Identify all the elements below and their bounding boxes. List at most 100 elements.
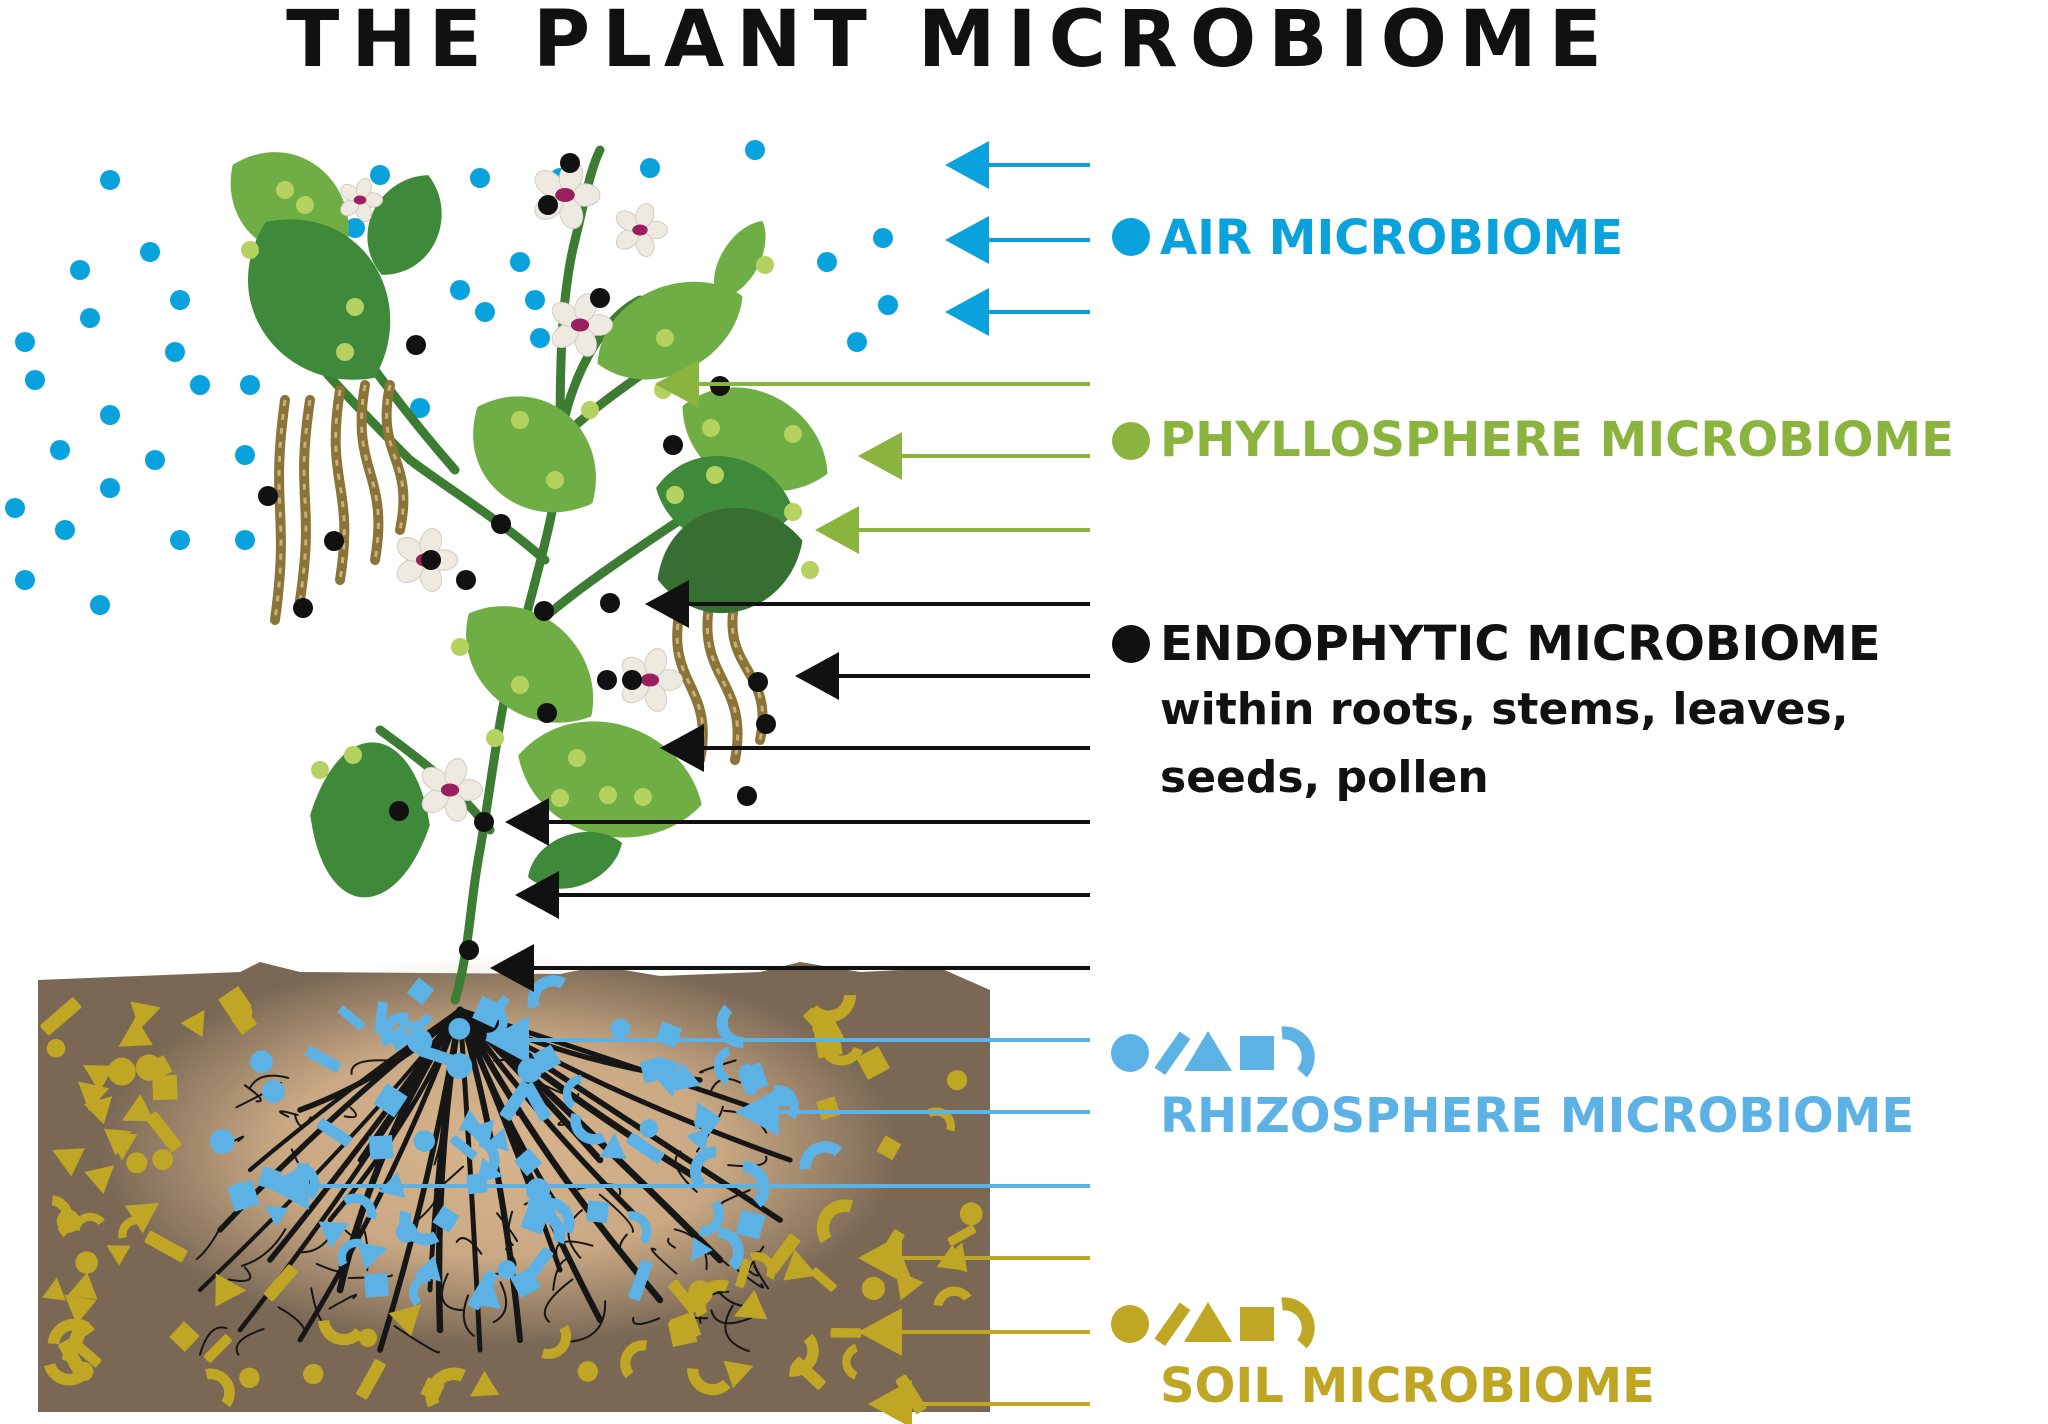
- legend-square-icon: [1240, 1307, 1274, 1341]
- root: [433, 1122, 445, 1166]
- root: [507, 1210, 514, 1247]
- microbe-arc: [842, 1343, 859, 1380]
- microbe-square: [420, 1376, 445, 1402]
- microbe-rod: [628, 1259, 653, 1301]
- arrow-head: [945, 288, 989, 336]
- phyllosphere-legend-dot-icon: [1112, 422, 1150, 460]
- microbe-arc: [799, 1141, 843, 1170]
- leaf: [518, 721, 702, 838]
- microbe-rod: [803, 1007, 841, 1047]
- microbe-square: [816, 1096, 841, 1121]
- microbe-triangle: [124, 1202, 160, 1234]
- microbe-square: [169, 1321, 200, 1352]
- microbe-triangle: [67, 1272, 98, 1300]
- microbe-rod: [263, 1264, 298, 1302]
- endophytic-microbe-dot: [560, 153, 580, 173]
- soil-microbiome-label: SOIL MICROBIOME: [1160, 1358, 1655, 1414]
- endophytic-microbe-dot: [537, 703, 557, 723]
- seed-pod-seeds: [334, 389, 346, 581]
- endophytic-microbe-dot: [491, 514, 511, 534]
- root: [699, 1059, 737, 1074]
- microbe-triangle: [42, 1277, 66, 1301]
- microbe-rod: [626, 1132, 665, 1164]
- air-microbe-dot: [145, 450, 165, 470]
- microbe-rod: [521, 1247, 554, 1284]
- microbe-rod: [316, 1118, 352, 1147]
- endophytic-microbe-dot: [756, 714, 776, 734]
- phyllosphere-microbe-dot: [599, 786, 617, 804]
- microbe-square: [406, 977, 435, 1006]
- phyllosphere-microbiome-label: PHYLLOSPHERE MICROBIOME: [1160, 412, 1954, 468]
- air-microbe-dot: [745, 140, 765, 160]
- microbe-arc: [527, 975, 567, 1010]
- microbe-arc: [713, 1046, 732, 1085]
- microbe-triangle: [733, 1289, 768, 1320]
- legend-square-icon: [1240, 1036, 1274, 1070]
- microbe-coccus: [610, 1018, 631, 1039]
- seed-pod-seeds: [273, 399, 287, 621]
- soil-microbes: [40, 985, 983, 1414]
- legend-coccus-icon: [1111, 1034, 1149, 1072]
- air-microbe-dot: [5, 498, 25, 518]
- root: [727, 1155, 768, 1168]
- flower-center: [632, 224, 648, 236]
- microbe-arc: [788, 1333, 819, 1377]
- microbe-triangle: [318, 1221, 350, 1249]
- arrows: [265, 141, 1090, 1424]
- endophytic-microbe-dot: [597, 670, 617, 690]
- microbe-square: [231, 1008, 258, 1035]
- microbe-square: [520, 1205, 550, 1235]
- endophytic-microbes: [258, 153, 776, 960]
- root: [492, 1281, 508, 1324]
- microbe-triangle: [691, 1237, 713, 1262]
- air-microbe-dot: [817, 252, 837, 272]
- microbe-coccus: [577, 1361, 598, 1382]
- microbe-square: [513, 1148, 543, 1177]
- phyllosphere-microbe-dot: [346, 298, 364, 316]
- microbe-coccus: [261, 1080, 285, 1104]
- pointer-arrow: [505, 798, 1090, 846]
- air-microbe-dot: [170, 530, 190, 550]
- phyllosphere-microbe-dot: [702, 419, 720, 437]
- seed-pod-seeds: [385, 384, 405, 531]
- microbe-arc: [699, 1199, 725, 1237]
- pointer-arrow: [485, 1016, 1090, 1064]
- microbe-rod: [810, 1267, 837, 1292]
- microbe-triangle: [484, 1128, 509, 1152]
- legend-coccus-icon: [1111, 1305, 1149, 1343]
- microbe-rod: [356, 1359, 386, 1400]
- air-microbe-dot: [878, 295, 898, 315]
- root: [618, 1233, 628, 1257]
- endophytic-microbe-dot: [663, 435, 683, 455]
- microbe-triangle: [723, 1360, 754, 1389]
- endophytic-microbe-dot: [258, 486, 278, 506]
- flower: [615, 203, 669, 257]
- microbe-coccus: [209, 1129, 235, 1154]
- phyllosphere-microbe-dot: [546, 471, 564, 489]
- pointer-arrow: [945, 288, 1090, 336]
- seed-pod-seeds: [298, 399, 312, 601]
- phyllosphere-microbe-dot: [296, 196, 314, 214]
- microbe-arc: [342, 1193, 377, 1220]
- air-microbe-dot: [165, 342, 185, 362]
- phyllosphere-microbe-dot: [241, 241, 259, 259]
- microbe-triangle: [458, 1109, 484, 1131]
- root: [350, 1059, 398, 1075]
- microbe-triangle: [104, 1128, 132, 1156]
- microbe-arc: [687, 1368, 731, 1396]
- arrow-head: [485, 1016, 529, 1064]
- endophytic-microbe-dot: [534, 601, 554, 621]
- root: [667, 1237, 677, 1249]
- microbe-arc: [43, 1362, 94, 1386]
- phyllosphere-microbe-dot: [551, 789, 569, 807]
- legend-icons: [1111, 218, 1315, 1349]
- microbe-triangle: [64, 1294, 97, 1325]
- arrow-head: [815, 506, 859, 554]
- microbe-arc: [47, 1318, 95, 1345]
- microbe-triangle: [265, 1206, 289, 1227]
- root: [462, 1294, 475, 1337]
- microbe-arc: [562, 1074, 582, 1110]
- microbe-triangle: [357, 1241, 388, 1270]
- phyllosphere-microbe-dot: [801, 561, 819, 579]
